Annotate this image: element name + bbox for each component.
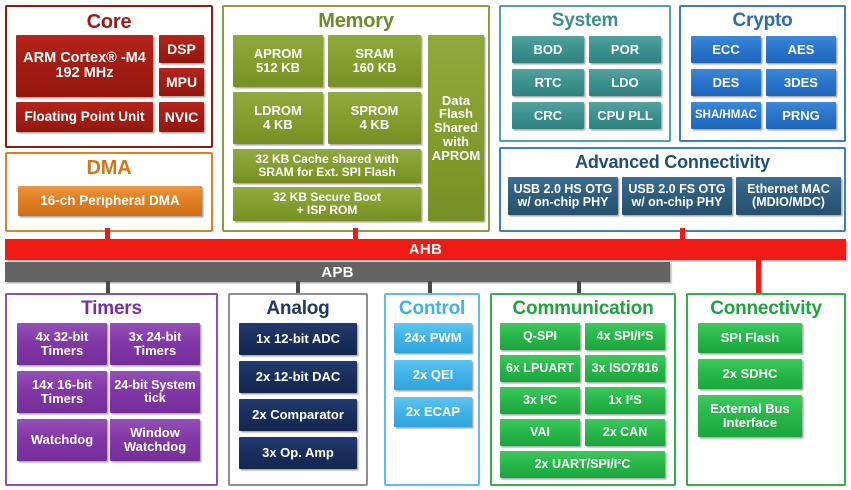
block-adc[interactable]: 1x 12-bit ADC [239, 323, 357, 355]
block-ethernet-mac[interactable]: Ethernet MAC (MDIO/MDC) [736, 177, 841, 215]
block-sram[interactable]: SRAM 160 KB [328, 35, 421, 87]
panel-system: System BOD POR RTC LDO CRC CPU PLL [499, 5, 671, 142]
block-timers-32bit[interactable]: 4x 32-bit Timers [17, 323, 107, 365]
block-peripheral-dma[interactable]: 16-ch Peripheral DMA [18, 186, 202, 216]
panel-crypto: Crypto ECC AES DES 3DES SHA/HMAC PRNG [679, 5, 846, 142]
block-mpu[interactable]: MPU [159, 68, 204, 96]
block-window-watchdog[interactable]: Window Watchdog [110, 419, 200, 461]
block-nvic[interactable]: NVIC [159, 102, 204, 132]
wire-apb-to-timers [106, 281, 110, 294]
block-dsp[interactable]: DSP [159, 35, 204, 63]
panel-title-control: Control [398, 298, 466, 319]
block-aes[interactable]: AES [766, 36, 836, 63]
panel-communication: Communication Q-SPI 4x SPI/I²S 6x LPUART… [490, 293, 676, 486]
panel-title-crypto: Crypto [732, 10, 793, 31]
block-ldo[interactable]: LDO [589, 69, 661, 96]
block-rtc[interactable]: RTC [512, 69, 584, 96]
block-cpu-pll[interactable]: CPU PLL [589, 102, 661, 129]
block-vai[interactable]: VAI [500, 419, 580, 446]
wire-advanced-connectivity-to-ahb [680, 228, 685, 240]
block-lpuart[interactable]: 6x LPUART [500, 355, 580, 382]
block-timers-16bit[interactable]: 14x 16-bit Timers [17, 371, 107, 413]
block-ecc[interactable]: ECC [691, 36, 761, 63]
panel-title-connectivity: Connectivity [710, 298, 822, 319]
panel-core: Core ARM Cortex® -M4 192 MHz DSP MPU Flo… [5, 5, 213, 148]
block-i2s[interactable]: 1x I²S [585, 387, 665, 414]
panel-advanced-connectivity: Advanced Connectivity USB 2.0 HS OTG w/ … [499, 147, 846, 232]
bus-ahb[interactable]: AHB [5, 239, 846, 260]
panel-title-analog: Analog [266, 298, 330, 319]
wire-apb-to-control [428, 281, 432, 294]
block-system-tick[interactable]: 24-bit System tick [110, 371, 200, 413]
panel-title-system: System [551, 10, 619, 31]
bus-ahb-label: AHB [408, 241, 443, 258]
block-op-amp[interactable]: 3x Op. Amp [239, 437, 357, 469]
block-crc[interactable]: CRC [512, 102, 584, 129]
block-sha-hmac[interactable]: SHA/HMAC [691, 102, 761, 129]
block-sdhc[interactable]: 2x SDHC [698, 359, 802, 389]
block-qei[interactable]: 2x QEI [394, 360, 472, 390]
wire-ahb-to-connectivity [756, 259, 761, 293]
wire-memory-to-ahb [353, 228, 358, 240]
block-aprom[interactable]: APROM 512 KB [233, 35, 323, 87]
panel-dma: DMA 16-ch Peripheral DMA [5, 152, 213, 232]
block-q-spi[interactable]: Q-SPI [500, 323, 580, 350]
panel-timers: Timers 4x 32-bit Timers 3x 24-bit Timers… [5, 293, 218, 486]
block-bod[interactable]: BOD [512, 36, 584, 63]
panel-title-advanced-connectivity: Advanced Connectivity [575, 152, 770, 172]
block-3des[interactable]: 3DES [766, 69, 836, 96]
block-secure-boot-isp-rom[interactable]: 32 KB Secure Boot + ISP ROM [233, 187, 421, 221]
block-external-bus-interface[interactable]: External Bus Interface [698, 395, 802, 437]
panel-title-timers: Timers [81, 298, 142, 319]
bus-apb-label: APB [321, 263, 354, 281]
panel-connectivity: Connectivity SPI Flash 2x SDHC External … [686, 293, 846, 486]
block-iso7816[interactable]: 3x ISO7816 [585, 355, 665, 382]
bus-apb[interactable]: APB [5, 262, 670, 282]
block-des[interactable]: DES [691, 69, 761, 96]
block-timers-24bit[interactable]: 3x 24-bit Timers [110, 323, 200, 365]
block-uart-spi-i2c[interactable]: 2x UART/SPI/I²C [500, 451, 665, 478]
block-comparator[interactable]: 2x Comparator [239, 399, 357, 431]
block-cache[interactable]: 32 KB Cache shared with SRAM for Ext. SP… [233, 149, 421, 183]
block-watchdog[interactable]: Watchdog [17, 419, 107, 461]
wire-core-to-ahb [105, 228, 110, 240]
block-spi-i2s[interactable]: 4x SPI/I²S [585, 323, 665, 350]
block-can[interactable]: 2x CAN [585, 419, 665, 446]
block-por[interactable]: POR [589, 36, 661, 63]
wire-apb-to-analog [296, 281, 300, 294]
block-arm-cortex-m4[interactable]: ARM Cortex® -M4 192 MHz [16, 35, 153, 97]
block-usb-hs-otg[interactable]: USB 2.0 HS OTG w/ on-chip PHY [508, 177, 618, 215]
panel-memory: Memory APROM 512 KB SRAM 160 KB LDROM 4 … [222, 5, 490, 232]
block-dac[interactable]: 2x 12-bit DAC [239, 361, 357, 393]
panel-title-memory: Memory [318, 10, 394, 32]
panel-control: Control 24x PWM 2x QEI 2x ECAP [384, 293, 480, 486]
block-spi-flash[interactable]: SPI Flash [698, 323, 802, 353]
block-ldrom[interactable]: LDROM 4 KB [233, 92, 323, 144]
block-prng[interactable]: PRNG [766, 102, 836, 129]
block-floating-point-unit[interactable]: Floating Point Unit [16, 102, 153, 132]
wire-apb-to-communication [577, 281, 581, 294]
panel-title-core: Core [86, 11, 132, 33]
block-sprom[interactable]: SPROM 4 KB [328, 92, 421, 144]
block-usb-fs-otg[interactable]: USB 2.0 FS OTG w/ on-chip PHY [622, 177, 732, 215]
block-i2c[interactable]: 3x I²C [500, 387, 580, 414]
block-pwm[interactable]: 24x PWM [394, 323, 472, 353]
panel-title-communication: Communication [512, 298, 654, 319]
panel-title-dma: DMA [86, 157, 132, 179]
block-ecap[interactable]: 2x ECAP [394, 397, 472, 427]
block-data-flash[interactable]: Data Flash Shared with APROM [428, 35, 484, 221]
panel-analog: Analog 1x 12-bit ADC 2x 12-bit DAC 2x Co… [228, 293, 368, 486]
